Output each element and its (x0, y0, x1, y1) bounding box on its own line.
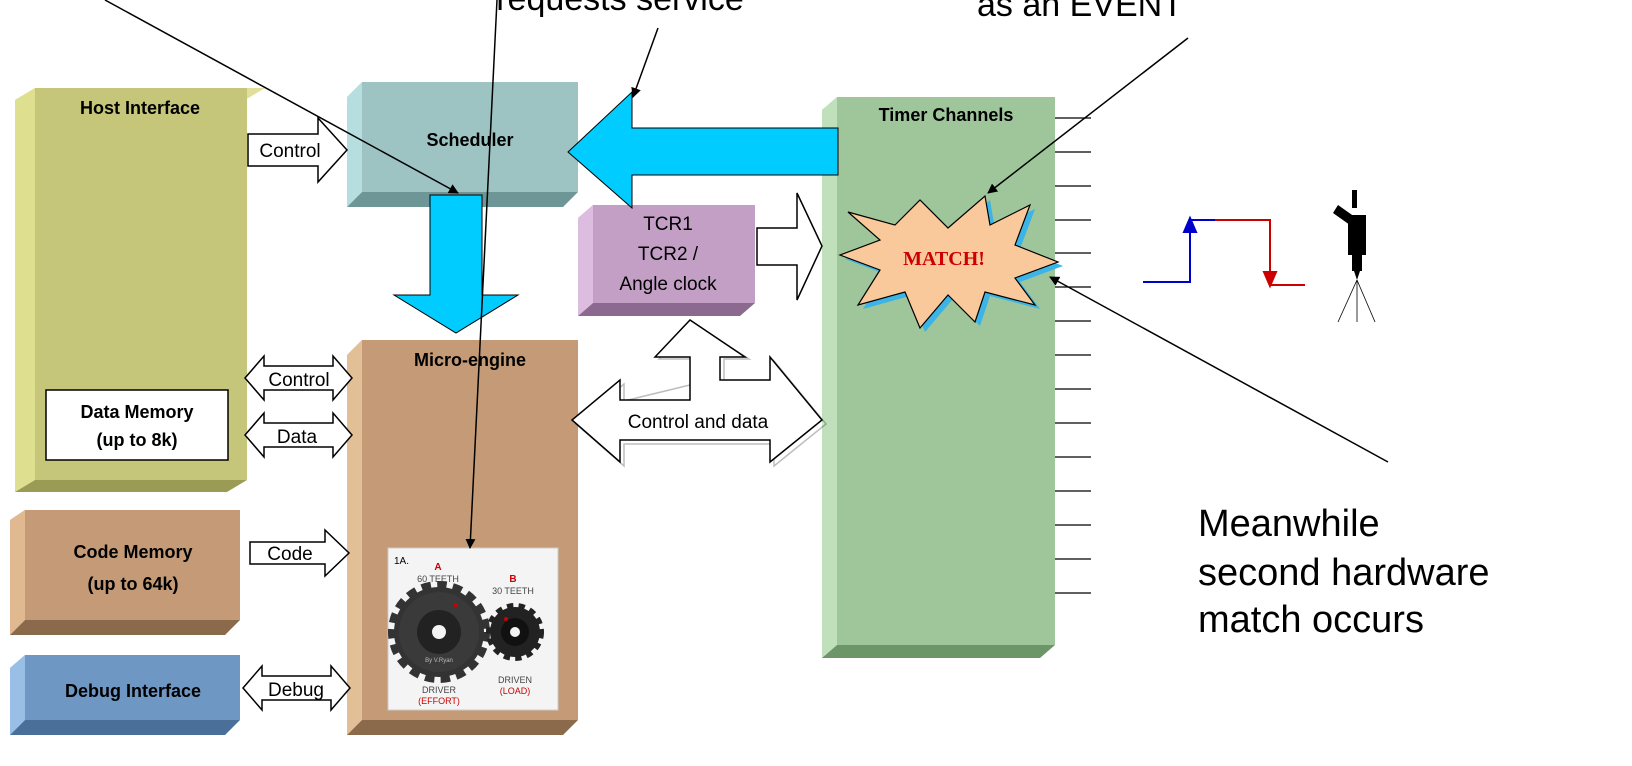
control-arrow-host-micro: Control (244, 353, 353, 403)
driver-letter: A (434, 562, 441, 573)
driver-sub: (EFFORT) (418, 696, 460, 706)
callout-meanwhile-2: second hardware (1198, 552, 1490, 594)
driven-teeth: 30 TEETH (492, 586, 534, 596)
callout-as-an-event: as an EVENT (977, 0, 1183, 24)
driver-label: DRIVER (422, 685, 457, 695)
debug-label: Debug (268, 680, 324, 701)
code-memory-label-2: (up to 64k) (87, 574, 178, 594)
code-memory-block: Code Memory (up to 64k) (10, 510, 240, 635)
tcr-block: TCR1 TCR2 / Angle clock (578, 205, 755, 316)
tcr2-label: TCR2 / (638, 244, 699, 265)
data-label: Data (277, 427, 318, 448)
channel-pins (1055, 117, 1091, 594)
driver-teeth: 60 TEETH (417, 574, 459, 584)
debug-interface-label: Debug Interface (65, 681, 201, 701)
scheduler-label: Scheduler (426, 130, 513, 150)
driven-label: DRIVEN (498, 675, 532, 685)
fuel-injector-icon (1333, 190, 1376, 323)
control-label-1: Control (259, 141, 320, 162)
timer-channels-label: Timer Channels (879, 105, 1014, 125)
callout-meanwhile-1: Meanwhile (1198, 503, 1380, 545)
control-and-data-arrow: Control and data (570, 319, 828, 468)
code-memory-label-1: Code Memory (73, 542, 192, 562)
callout-lines (104, 0, 1389, 549)
waveform-icon (1143, 215, 1305, 289)
driven-gear-icon (486, 603, 544, 661)
data-arrow-host-micro: Data (244, 410, 353, 460)
gears-credit: By V.Ryan (425, 658, 453, 664)
control-and-data-label: Control and data (628, 412, 769, 433)
driver-gear-icon (388, 581, 490, 683)
tcr1-label: TCR1 (643, 214, 693, 235)
code-label: Code (267, 544, 312, 565)
match-burst: MATCH! (838, 194, 1063, 332)
control-arrow-host-to-scheduler: Control (247, 116, 349, 184)
dispatch-arrow (392, 194, 520, 334)
micro-engine-label: Micro-engine (414, 350, 526, 370)
data-memory-label-1: Data Memory (80, 402, 193, 422)
callout-meanwhile-3: match occurs (1198, 599, 1424, 641)
data-memory-label-2: (up to 8k) (97, 430, 178, 450)
match-label: MATCH! (903, 248, 985, 270)
driven-sub: (LOAD) (500, 686, 531, 696)
callout-requests-service: requests service (496, 0, 744, 18)
code-arrow: Code (249, 528, 351, 578)
debug-arrow: Debug (242, 663, 351, 713)
host-interface-label: Host Interface (80, 98, 200, 118)
data-memory-block: Data Memory (up to 8k) (45, 389, 229, 461)
timer-channels-block: Timer Channels (822, 97, 1055, 658)
control-label-2: Control (268, 370, 329, 391)
angle-clock-label: Angle clock (619, 274, 717, 295)
gears-card: 1A. A 60 TEETH B 30 TEETH DRIVER (EFFORT… (387, 547, 559, 711)
driven-letter: B (509, 574, 516, 585)
service-request-arrow (567, 90, 839, 210)
gears-card-tag: 1A. (394, 556, 409, 567)
tcr-to-timer-arrow (756, 192, 823, 301)
debug-interface-block: Debug Interface (10, 655, 240, 735)
scheduler-block: Scheduler (347, 82, 578, 207)
